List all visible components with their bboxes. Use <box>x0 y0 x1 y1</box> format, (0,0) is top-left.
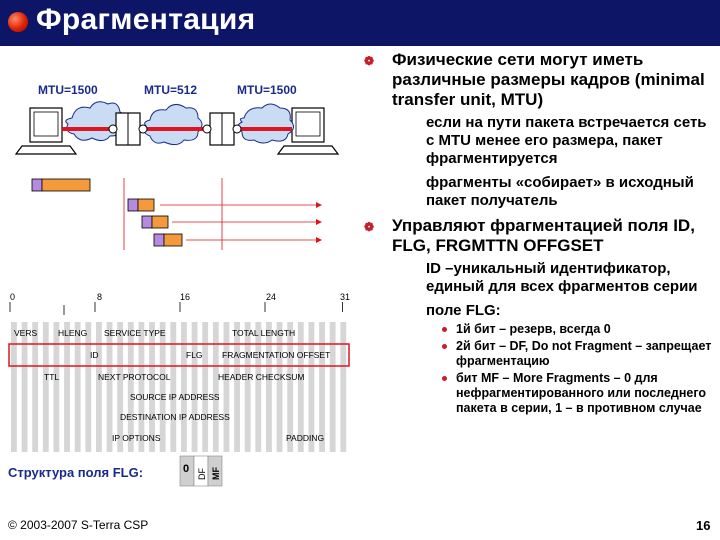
bullet-icon: ❁ <box>364 220 375 234</box>
slide-title: Фрагментация <box>36 3 256 36</box>
bullet-level-2: поле FLG: <box>426 302 501 319</box>
field-destination-ip: DESTINATION IP ADDRESS <box>120 412 230 422</box>
bit-stripe <box>149 322 155 452</box>
field-ttl: TTL <box>44 372 59 382</box>
bullet-text: 1й бит – резерв, всегда 0 <box>456 322 611 336</box>
bit-stripe <box>96 322 102 452</box>
bit-stripe <box>266 322 272 452</box>
network-topology <box>14 101 340 155</box>
bullet-text: Физические сети могут иметь различные ра… <box>392 50 705 109</box>
bullet-level-2: если на пути пакета встречается сеть с M… <box>426 114 707 167</box>
bit-stripe <box>74 322 81 452</box>
router-icon <box>209 112 235 146</box>
highlighted-row <box>8 343 350 367</box>
bullet-level-2: фрагменты «собирает» в исходный пакет по… <box>426 174 694 209</box>
computer-icon <box>14 107 78 155</box>
bit-stripe <box>202 322 209 452</box>
fragment-3 <box>153 233 322 247</box>
field-ip-options: IP OPTIONS <box>112 433 161 443</box>
field-header-checksum: HEADER CHECKSUM <box>218 372 304 382</box>
bullet-text: Управляют фрагментацией поля ID, FLG, FR… <box>392 216 695 255</box>
bit-stripe <box>64 322 70 452</box>
bullet-level-3: бит MF – More Fragments – 0 для нефрагме… <box>360 371 712 416</box>
bit-stripe <box>85 322 92 452</box>
bit-stripe <box>212 322 219 452</box>
bit-tick: 0 <box>10 292 15 302</box>
bullet-level-3: 2й бит – DF, Do not Fragment – запрещает… <box>360 339 712 369</box>
bit-stripe <box>340 322 347 452</box>
title-bullet-icon <box>8 12 28 32</box>
bit-stripe <box>181 322 187 452</box>
bit-stripe <box>287 322 294 452</box>
bullet-dot-icon <box>442 376 447 381</box>
mtu-label-3: MTU=1500 <box>237 83 297 97</box>
bullet-level-2: ID –уникальный идентификатор, единый для… <box>426 260 698 295</box>
bit-stripe <box>117 322 124 452</box>
flg-bit-mf: MF <box>211 467 221 480</box>
bit-stripe <box>21 322 28 452</box>
bit-stripe <box>234 322 240 452</box>
bullet-level-1: ❁ Физические сети могут иметь различные … <box>360 50 712 110</box>
computer-icon <box>276 107 340 155</box>
ip-header-table: 0 8 16 24 31 VERS HLENG SERVICE TYPE TOT… <box>8 292 350 452</box>
bullet-dot-icon <box>442 344 447 349</box>
bit-stripe <box>329 322 336 452</box>
bullet-level-1: ❁ Управляют фрагментацией поля ID, FLG, … <box>360 216 712 256</box>
bullet-text: бит MF – More Fragments – 0 для нефрагме… <box>456 371 707 415</box>
flg-bit-reserved: 0 <box>183 463 189 475</box>
bullet-text: 2й бит – DF, Do not Fragment – запрещает… <box>456 339 712 368</box>
field-total-length: TOTAL LENGTH <box>232 328 295 338</box>
original-packet <box>31 178 91 192</box>
mtu-label-2: MTU=512 <box>144 83 197 97</box>
bullet-level-3: 1й бит – резерв, всегда 0 <box>360 322 712 337</box>
flg-structure-label: Структура поля FLG: <box>8 465 144 480</box>
bit-tick: 31 <box>340 292 350 302</box>
bit-tick: 8 <box>97 292 102 302</box>
bit-stripe <box>319 322 325 452</box>
cloud-icon <box>237 103 294 144</box>
field-next-protocol: NEXT PROTOCOL <box>98 372 171 382</box>
field-hleng: HLENG <box>58 328 87 338</box>
flg-bits: 0 DF MF <box>179 455 223 487</box>
field-vers: VERS <box>14 328 37 338</box>
bit-stripe <box>127 322 134 452</box>
bit-tick: 16 <box>180 292 190 302</box>
bullet-list: ❁ Физические сети могут иметь различные … <box>360 50 712 418</box>
bullet-icon: ❁ <box>364 54 375 68</box>
field-fragmentation-offset: FRAGMENTATION OFFSET <box>222 350 330 360</box>
bullet-dot-icon <box>442 327 447 332</box>
copyright: © 2003-2007 S-Terra CSP <box>8 518 149 532</box>
bit-stripe <box>32 322 39 452</box>
field-flg: FLG <box>186 350 203 360</box>
bit-tick: 24 <box>266 292 276 302</box>
router-icon <box>115 112 141 146</box>
bit-stripe <box>11 322 17 452</box>
bit-stripe <box>223 322 230 452</box>
title-bar: Фрагментация <box>0 0 720 46</box>
bit-stripe <box>308 322 315 452</box>
diagram-area: MTU=1500 MTU=512 MTU=1500 <box>8 83 350 487</box>
page-number: 16 <box>696 518 711 533</box>
field-source-ip: SOURCE IP ADDRESS <box>130 392 220 402</box>
bit-stripe <box>276 322 283 452</box>
cloud-icon <box>143 104 203 146</box>
bit-stripe <box>255 322 262 452</box>
fragment-2 <box>141 215 322 229</box>
fragment-1 <box>127 198 322 212</box>
field-padding: PADDING <box>286 433 324 443</box>
bit-stripe <box>244 322 251 452</box>
fragmentation-illustration <box>31 178 322 250</box>
bit-stripe <box>42 322 49 452</box>
flg-bit-df: DF <box>197 468 207 480</box>
bit-stripe <box>138 322 145 452</box>
field-service-type: SERVICE TYPE <box>104 328 166 338</box>
bit-stripe <box>170 322 177 452</box>
bit-stripe <box>106 322 113 452</box>
bit-stripe <box>159 322 166 452</box>
bit-stripe <box>191 322 198 452</box>
mtu-label-1: MTU=1500 <box>38 83 98 97</box>
bit-stripe <box>297 322 304 452</box>
field-id: ID <box>90 350 99 360</box>
bit-stripe <box>53 322 60 452</box>
